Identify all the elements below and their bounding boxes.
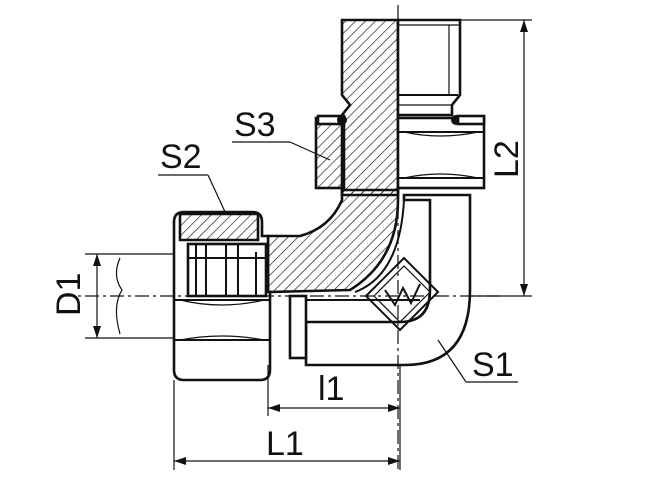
label-s2: S2 xyxy=(160,138,202,176)
leader-s3: S3 xyxy=(232,106,331,161)
label-d1: D1 xyxy=(50,273,88,316)
label-l2: L2 xyxy=(488,140,526,178)
leader-s2: S2 xyxy=(158,138,227,215)
stud-section xyxy=(340,18,400,197)
label-s3: S3 xyxy=(234,106,276,144)
dimension-l1-small: l1 xyxy=(267,365,401,470)
hex-s3-section-left xyxy=(314,116,346,190)
label-l1: L1 xyxy=(266,425,304,463)
manufacturer-logo xyxy=(364,256,440,332)
stud-view xyxy=(396,18,462,117)
label-l1-small: l1 xyxy=(318,370,344,408)
dimension-d1: D1 xyxy=(50,253,174,339)
elbow-body xyxy=(266,188,472,367)
elbow-section xyxy=(266,188,400,294)
leader-s1: S1 xyxy=(437,339,518,384)
label-s1: S1 xyxy=(472,346,514,384)
hex-s3 xyxy=(314,114,486,190)
pipe-stub xyxy=(288,294,308,360)
dimension-l2: L2 xyxy=(460,19,532,297)
dimension-l1: L1 xyxy=(173,380,400,470)
o-ring-left xyxy=(337,115,347,125)
